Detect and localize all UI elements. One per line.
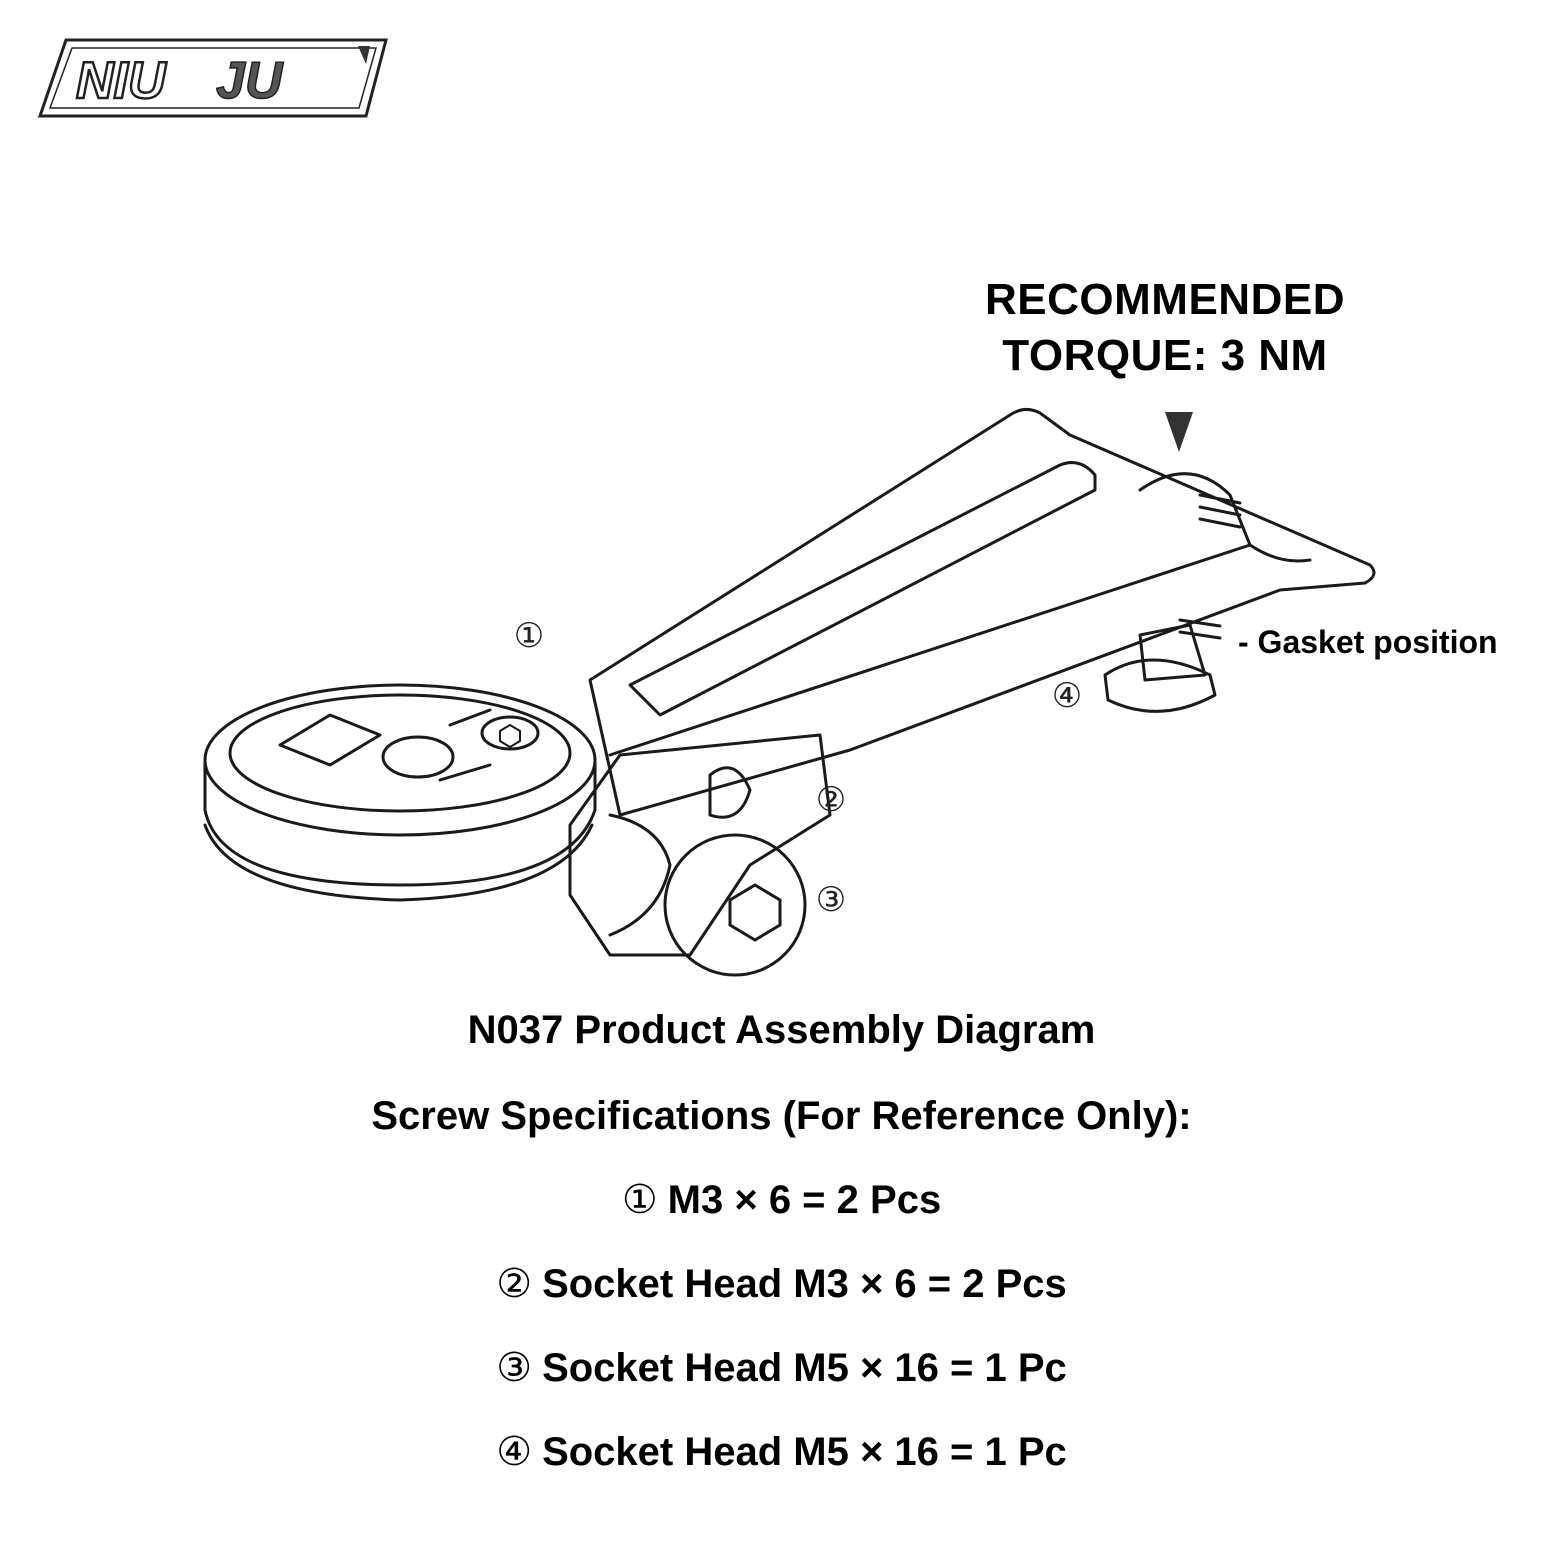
triangle-down-icon xyxy=(1165,412,1193,452)
callout-1: ① xyxy=(513,617,545,655)
computer-mount-body xyxy=(203,758,597,887)
brand-logo-graphic: NIU JU xyxy=(37,38,388,118)
spec-number: ③ xyxy=(496,1346,533,1390)
logo-text-niu: NIU xyxy=(76,52,167,110)
spec-text: Socket Head M5 × 16 = 1 Pc xyxy=(542,1346,1067,1390)
hex-socket-icon xyxy=(728,883,782,942)
mount-arm xyxy=(588,408,1376,817)
gasket-position-label: - Gasket position xyxy=(1238,624,1498,660)
gasket-threads xyxy=(1178,493,1242,640)
callout-3: ③ xyxy=(815,881,847,919)
spec-number: ② xyxy=(496,1262,533,1306)
screw-4 xyxy=(1103,658,1217,713)
spec-number: ① xyxy=(621,1178,658,1222)
spec-text: M3 × 6 = 2 Pcs xyxy=(667,1178,942,1222)
torque-note: RECOMMENDED TORQUE: 3 NM xyxy=(960,272,1370,384)
arm-slot xyxy=(628,461,1097,717)
hex-socket-icon xyxy=(499,723,521,749)
torque-line-1: RECOMMENDED xyxy=(985,275,1345,324)
torque-line-2: TORQUE: 3 NM xyxy=(1002,331,1328,380)
screw-3 xyxy=(663,833,807,977)
callout-4: ④ xyxy=(1051,677,1083,715)
specs-heading: Screw Specifications (For Reference Only… xyxy=(371,1094,1192,1138)
spec-text: Socket Head M3 × 6 = 2 Pcs xyxy=(542,1262,1067,1306)
lower-mount xyxy=(568,733,832,957)
spec-text: Socket Head M5 × 16 = 1 Pc xyxy=(542,1430,1067,1474)
logo-mark-icon xyxy=(358,46,370,64)
brand-logo: NIU JU xyxy=(36,36,396,120)
spec-number: ④ xyxy=(496,1430,533,1474)
callout-2: ② xyxy=(815,781,847,819)
arm-clamp xyxy=(1138,472,1312,563)
assembly-diagram xyxy=(203,408,1376,977)
arm-edge-lower xyxy=(608,543,1252,757)
logo-text-ju: JU xyxy=(216,52,284,110)
diagram-title: N037 Product Assembly Diagram xyxy=(467,1008,1096,1052)
